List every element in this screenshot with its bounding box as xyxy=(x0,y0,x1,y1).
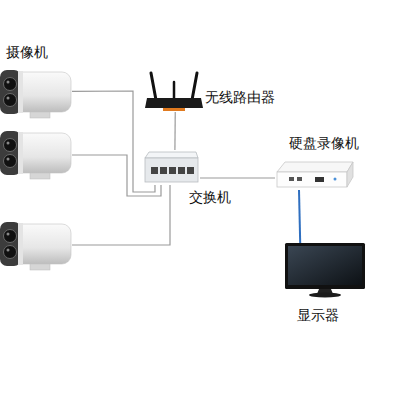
device-label: 硬盘录像机 xyxy=(289,135,359,151)
device-node: 摄像机 xyxy=(0,68,72,120)
camera-symbol xyxy=(0,131,71,179)
router-symbol xyxy=(143,72,205,112)
device-node: 显示器 xyxy=(285,243,365,298)
camera-symbol xyxy=(0,222,71,270)
cable-connector xyxy=(299,190,300,243)
nvr-symbol xyxy=(275,160,355,190)
device-label: 摄像机 xyxy=(6,44,48,60)
cable-connector xyxy=(72,91,155,192)
camera-symbol xyxy=(0,68,72,120)
device-label: 显示器 xyxy=(297,307,339,323)
device-label: 交换机 xyxy=(189,189,231,205)
device-node: 无线路由器 xyxy=(143,72,205,112)
cable-connector xyxy=(200,177,275,178)
device-node: 交换机 xyxy=(143,150,200,185)
cable-wire xyxy=(72,185,170,245)
monitor-symbol xyxy=(285,243,365,298)
switch-symbol xyxy=(143,150,200,185)
cable-connector xyxy=(174,112,176,150)
device-node: 硬盘录像机 xyxy=(275,160,355,190)
device-label: 无线路由器 xyxy=(205,89,275,105)
